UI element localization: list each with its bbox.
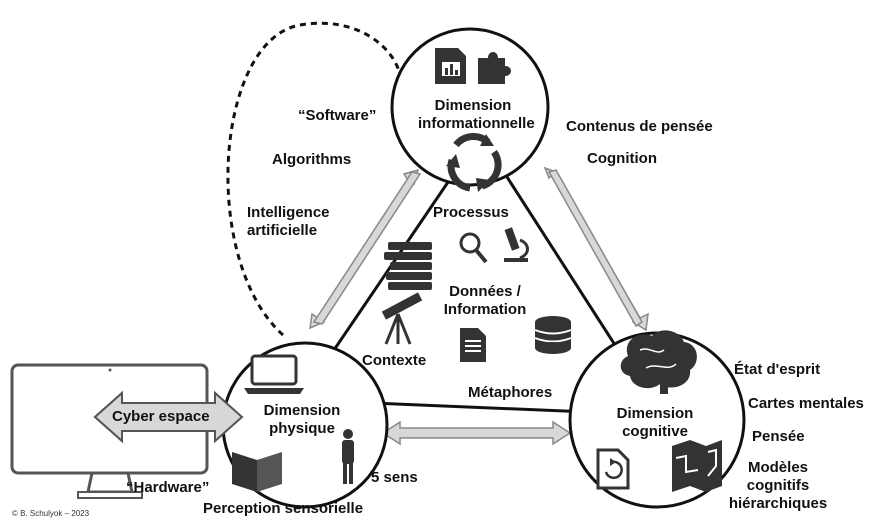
ai-label-line2: artificielle xyxy=(247,222,318,239)
pensee-label: Pensée xyxy=(752,428,805,445)
ai-label-line1: Intelligence xyxy=(247,204,330,221)
ai-label: Intelligence artificielle xyxy=(247,204,330,240)
document-icon xyxy=(460,328,486,362)
modeles-label-line1: Modèles xyxy=(747,459,808,476)
arrow-physical-cognitive xyxy=(381,420,572,446)
cognitive-title-line1: Dimension xyxy=(616,405,694,422)
cyber-arrow-front xyxy=(93,390,244,444)
open-book-icon xyxy=(232,452,282,492)
chart-document-icon xyxy=(435,48,466,84)
cognitive-title-line2: cognitive xyxy=(622,423,688,440)
physical-title: Dimension physique xyxy=(252,402,352,438)
thought-contents-label: Contenus de pensée xyxy=(566,118,713,135)
cartes-label: Cartes mentales xyxy=(748,395,864,412)
data-label-line2: Information xyxy=(443,301,527,318)
cycle-arrows-icon xyxy=(446,133,502,192)
informational-title: Dimension informationnelle xyxy=(418,97,535,133)
books-icon xyxy=(384,242,432,290)
person-icon xyxy=(342,429,354,484)
refresh-document-icon xyxy=(596,448,630,490)
copyright-label: © B. Schulyok – 2023 xyxy=(12,509,90,518)
brain-icon xyxy=(620,330,697,394)
map-icon xyxy=(672,440,722,492)
modeles-label-line2: cognitifs xyxy=(746,477,810,494)
processus-label: Processus xyxy=(433,204,509,221)
puzzle-icon xyxy=(478,52,511,84)
software-label: “Software” xyxy=(298,107,377,124)
informational-title-line2: informationnelle xyxy=(418,115,535,132)
database-icon xyxy=(534,316,572,354)
cyber-label: Cyber espace xyxy=(112,408,210,425)
laptop-icon xyxy=(244,354,304,394)
informational-title-line1: Dimension xyxy=(434,97,512,114)
physical-title-line1: Dimension xyxy=(263,402,341,419)
cognitive-title: Dimension cognitive xyxy=(605,405,705,441)
metaphores-label: Métaphores xyxy=(468,384,553,401)
physical-title-line2: physique xyxy=(269,420,335,437)
contexte-label: Contexte xyxy=(362,352,427,369)
arrow-info-cognitive xyxy=(543,166,649,332)
cognition-label: Cognition xyxy=(587,150,657,167)
telescope-icon xyxy=(381,292,423,345)
microscope-icon xyxy=(504,227,529,262)
algorithms-label: Algorithms xyxy=(272,151,352,168)
sens-label: 5 sens xyxy=(371,469,418,486)
perception-label: Perception sensorielle xyxy=(203,500,364,517)
arrow-info-physical xyxy=(309,168,422,330)
software-loop xyxy=(226,21,402,337)
etat-label: État d'esprit xyxy=(734,361,821,378)
modeles-label: Modèles cognitifs hiérarchiques xyxy=(722,459,834,513)
data-label-line1: Données / xyxy=(449,283,521,300)
hardware-label: “Hardware” xyxy=(126,479,210,496)
data-label: Données / Information xyxy=(430,283,540,319)
magnifier-icon xyxy=(459,232,488,264)
modeles-label-line3: hiérarchiques xyxy=(728,495,828,512)
